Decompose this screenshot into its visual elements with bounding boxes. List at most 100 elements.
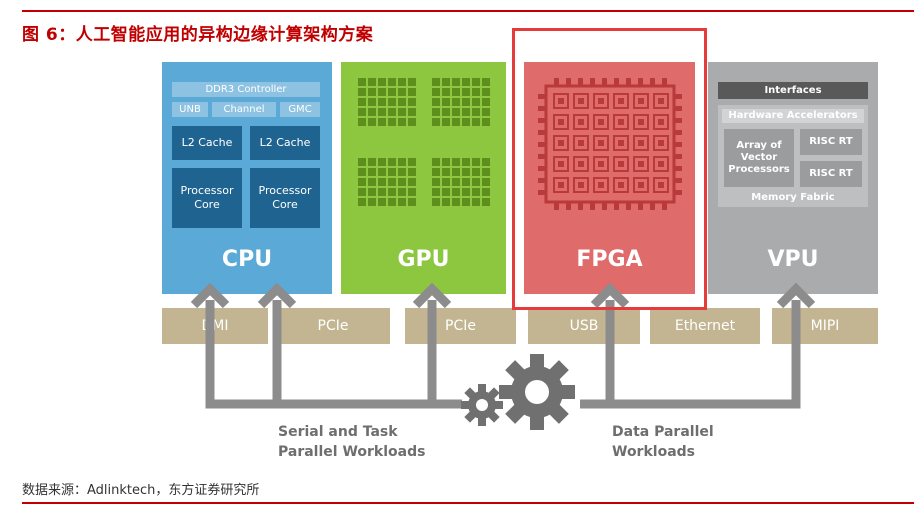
gpu-cell bbox=[462, 198, 470, 206]
fpga-pin bbox=[578, 202, 583, 210]
fpga-logic-core bbox=[558, 119, 564, 125]
fpga-logic-cell bbox=[613, 156, 629, 172]
gpu-cell bbox=[378, 178, 386, 186]
gpu-cell bbox=[358, 158, 366, 166]
fpga-logic-core bbox=[618, 98, 624, 104]
fpga-logic-core bbox=[578, 140, 584, 146]
fpga-logic-core bbox=[638, 161, 644, 167]
gpu-cell bbox=[452, 98, 460, 106]
fpga-logic-cell bbox=[633, 177, 649, 193]
gpu-cell bbox=[432, 178, 440, 186]
fpga-pin bbox=[538, 130, 546, 135]
gpu-cell bbox=[432, 158, 440, 166]
gpu-cell bbox=[378, 88, 386, 96]
gpu-cell bbox=[482, 158, 490, 166]
fpga-logic-cell bbox=[573, 114, 589, 130]
fpga-logic-cell bbox=[553, 135, 569, 151]
gpu-cell bbox=[358, 168, 366, 176]
gpu-cell bbox=[462, 98, 470, 106]
gpu-cell bbox=[432, 78, 440, 86]
fpga-pin bbox=[538, 142, 546, 147]
gpu-cell bbox=[368, 98, 376, 106]
port-ethernet: Ethernet bbox=[650, 308, 760, 344]
gpu-cell bbox=[472, 188, 480, 196]
fpga-pin bbox=[674, 106, 682, 111]
gpu-cell bbox=[358, 188, 366, 196]
gear-tooth bbox=[499, 385, 515, 399]
fpga-pin bbox=[614, 202, 619, 210]
gpu-cell bbox=[388, 98, 396, 106]
gpu-cell bbox=[398, 168, 406, 176]
risc-rt-2: RISC RT bbox=[800, 161, 862, 187]
gpu-cell bbox=[378, 78, 386, 86]
gpu-cell bbox=[482, 188, 490, 196]
gpu-cell bbox=[358, 78, 366, 86]
fpga-logic-cell bbox=[633, 135, 649, 151]
fpga-pin bbox=[566, 78, 571, 86]
gpu-cell bbox=[452, 78, 460, 86]
gpu-cell bbox=[442, 88, 450, 96]
channel-block: Channel bbox=[212, 102, 276, 117]
gpu-cell bbox=[462, 168, 470, 176]
port-pcie-2: PCIe bbox=[405, 308, 516, 344]
gpu-cell bbox=[442, 108, 450, 116]
gpu-cell bbox=[408, 158, 416, 166]
gpu-cell bbox=[452, 118, 460, 126]
gpu-cell bbox=[472, 158, 480, 166]
gpu-cell bbox=[378, 158, 386, 166]
vector-array-block: Array of Vector Processors bbox=[724, 129, 794, 187]
gpu-cell bbox=[358, 98, 366, 106]
gpu-cell bbox=[368, 198, 376, 206]
gpu-cell bbox=[472, 118, 480, 126]
gear-tooth bbox=[559, 385, 575, 399]
gpu-cell bbox=[482, 108, 490, 116]
fpga-pin bbox=[626, 78, 631, 86]
fpga-logic-core bbox=[658, 98, 664, 104]
fpga-pin bbox=[674, 190, 682, 195]
gpu-cell bbox=[368, 178, 376, 186]
fpga-logic-cell bbox=[633, 114, 649, 130]
fpga-logic-cell bbox=[573, 93, 589, 109]
fpga-pin bbox=[674, 142, 682, 147]
large-gear-icon bbox=[499, 354, 575, 430]
fpga-pin bbox=[578, 78, 583, 86]
gpu-cell bbox=[408, 118, 416, 126]
gpu-cell bbox=[472, 108, 480, 116]
gpu-cell bbox=[408, 178, 416, 186]
gpu-cell bbox=[452, 168, 460, 176]
fpga-logic-cell bbox=[653, 177, 669, 193]
fpga-logic-core bbox=[578, 182, 584, 188]
fpga-logic-core bbox=[578, 161, 584, 167]
vpu-label: VPU bbox=[767, 247, 819, 272]
gpu-cell bbox=[358, 178, 366, 186]
gpu-cell bbox=[398, 178, 406, 186]
fpga-logic-core bbox=[598, 98, 604, 104]
gpu-cell bbox=[452, 108, 460, 116]
gpu-cell bbox=[368, 118, 376, 126]
gpu-cell bbox=[408, 188, 416, 196]
fpga-pin bbox=[662, 202, 667, 210]
fpga-logic-cell bbox=[573, 135, 589, 151]
fpga-logic-cell bbox=[633, 156, 649, 172]
arrow-to-cpu-dmi bbox=[205, 300, 462, 409]
gpu-cell bbox=[398, 88, 406, 96]
gpu-cell bbox=[452, 88, 460, 96]
gpu-cell bbox=[368, 168, 376, 176]
fpga-logic-core bbox=[638, 182, 644, 188]
fpga-logic-core bbox=[578, 98, 584, 104]
fpga-logic-core bbox=[558, 161, 564, 167]
fpga-pin bbox=[674, 178, 682, 183]
fpga-logic-core bbox=[638, 119, 644, 125]
gpu-cell bbox=[442, 188, 450, 196]
vpu-panel: Interfaces Hardware Accelerators Array o… bbox=[708, 62, 878, 294]
gpu-cell bbox=[388, 78, 396, 86]
arrowhead-gpu bbox=[412, 282, 452, 309]
gpu-cell bbox=[462, 158, 470, 166]
fpga-pin bbox=[590, 78, 595, 86]
gmc-block: GMC bbox=[280, 102, 320, 117]
gpu-cell bbox=[432, 188, 440, 196]
gpu-cell bbox=[442, 168, 450, 176]
fpga-pin bbox=[538, 106, 546, 111]
arrowhead-cpu-1 bbox=[190, 282, 230, 309]
